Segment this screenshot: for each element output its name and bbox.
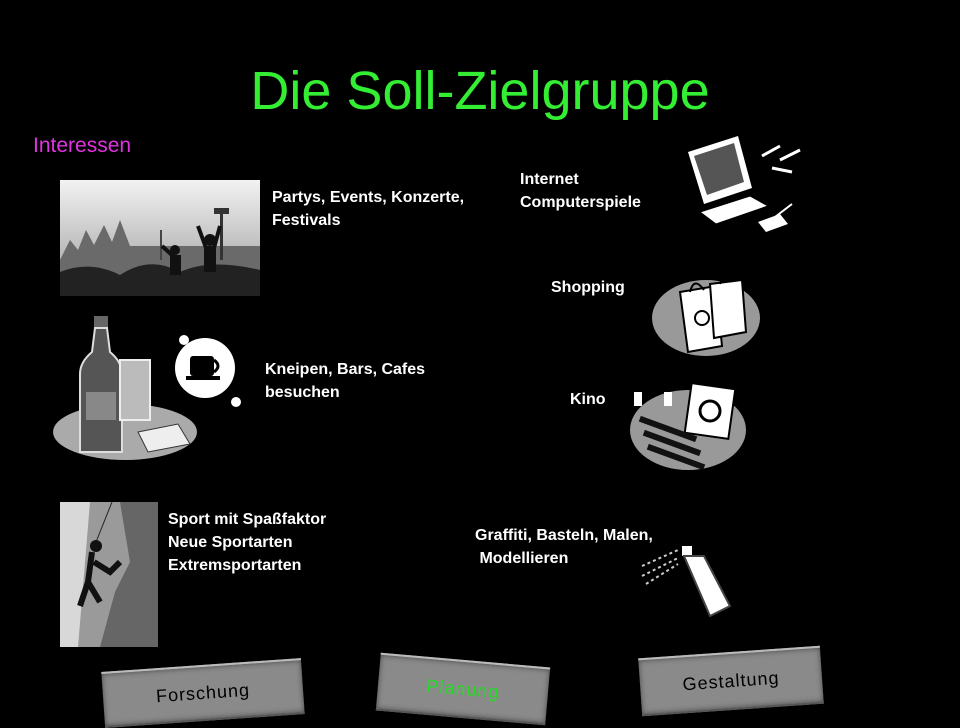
tab-gestaltung[interactable]: Gestaltung xyxy=(638,645,824,717)
slide-subtitle: Interessen xyxy=(33,134,132,157)
tab-planung[interactable]: Planung xyxy=(375,652,551,726)
label-kino: Kino xyxy=(570,391,606,408)
tab-planung-label: Planung xyxy=(425,675,501,702)
shopping-bags-icon xyxy=(652,275,760,356)
spray-can-icon xyxy=(641,546,732,618)
label-events: Partys, Events, Konzerte, Festivals xyxy=(272,189,465,229)
label-bars: Kneipen, Bars, Cafes besuchen xyxy=(265,361,426,401)
label-shopping: Shopping xyxy=(551,279,625,296)
label-graffiti: Graffiti, Basteln, Malen, Modellieren xyxy=(475,527,653,567)
label-sport: Sport mit Spaßfaktor Neue Sportarten Ext… xyxy=(168,511,327,574)
bar-cafe-clipart xyxy=(53,316,241,460)
computer-icon xyxy=(688,136,801,232)
slide-title: Die Soll-Zielgruppe xyxy=(250,61,710,121)
tab-forschung-label: Forschung xyxy=(155,679,251,706)
climber-photo xyxy=(60,502,158,647)
tab-gestaltung-label: Gestaltung xyxy=(681,667,781,694)
label-internet: Internet Computerspiele xyxy=(520,171,641,211)
tab-forschung[interactable]: Forschung xyxy=(101,658,305,728)
concert-photo xyxy=(60,180,260,296)
cinema-icon xyxy=(630,382,746,471)
